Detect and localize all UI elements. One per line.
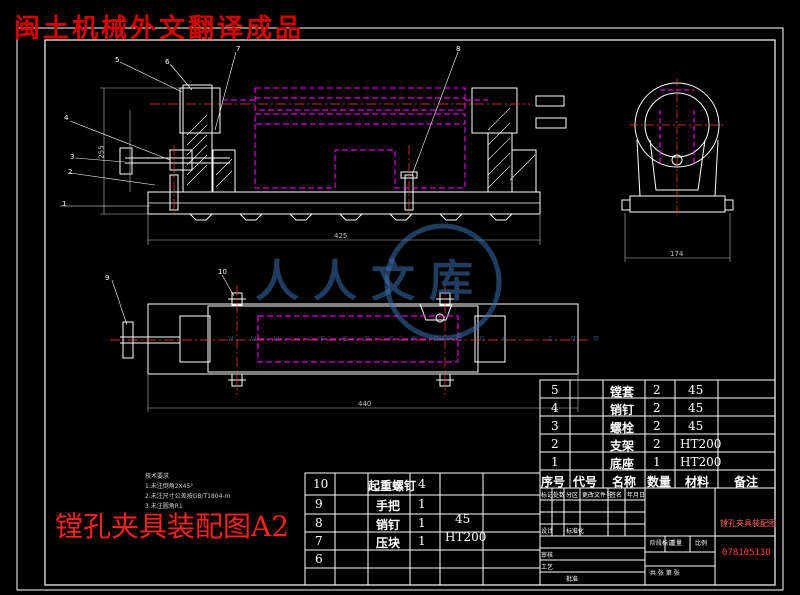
bom-table-lines: [304, 379, 776, 586]
tb-label: 共 张 第 张: [650, 570, 680, 577]
tb-label: 比例: [695, 540, 708, 547]
dim-plan-width: 440: [358, 400, 372, 408]
front-view: [100, 84, 567, 245]
bom-qty: 1: [418, 516, 426, 530]
bom-name: 压块: [376, 536, 401, 550]
tb-label: 签名: [610, 492, 623, 499]
bom-no: 5: [551, 383, 559, 397]
watermark-url: w w w . r e n r e n d o c . c o m: [228, 334, 605, 344]
bom-name: 底座: [610, 457, 635, 471]
notes-item: 3.未注圆角R1: [145, 503, 183, 510]
top-banner: 闽土机械外文翻译成品: [14, 14, 305, 44]
balloon-4: 4: [64, 114, 69, 122]
balloon-6: 6: [165, 58, 170, 66]
balloon-5: 5: [115, 56, 120, 64]
bom-no: 8: [315, 516, 323, 530]
notes-item: 2.未注尺寸公差按GB/T1804-m: [145, 493, 231, 500]
bom-qty: 1: [418, 497, 426, 511]
bom-no: 9: [315, 497, 323, 511]
bom-name: 螺栓: [610, 421, 635, 435]
tb-label: 审核: [541, 552, 554, 559]
bom-qty: 2: [653, 437, 661, 451]
plan-view: [110, 285, 590, 412]
bom-no: 10: [313, 477, 329, 491]
dim-front-width: 425: [334, 232, 348, 240]
bom-no: 2: [551, 437, 559, 451]
tb-label: 批准: [566, 576, 579, 583]
notes-item: 1.未注倒角2X45°: [145, 483, 194, 490]
tb-label: 更改文件号: [582, 492, 613, 499]
bom-material: 45: [688, 419, 704, 433]
drawing-title: 镗孔夹具装配图: [720, 519, 776, 528]
bom-material: 45: [688, 401, 704, 415]
bom-qty: 2: [653, 419, 661, 433]
watermark-text: 人人文库: [255, 256, 487, 307]
bom-material: 45: [688, 383, 704, 397]
bom-qty: 1: [418, 534, 426, 548]
tb-label: 处数: [553, 492, 566, 499]
bom-no: 7: [315, 534, 323, 548]
bom-name: 手把: [376, 499, 401, 513]
bom-header-qty: 数量: [647, 475, 672, 489]
bom-qty: 2: [653, 401, 661, 415]
drawing-number: 07810513O: [722, 548, 771, 558]
bom-no: 3: [551, 419, 559, 433]
tb-label: 阶段标记: [650, 540, 675, 547]
bom-name: 支架: [610, 439, 635, 453]
bom-header-remark: 备注: [734, 475, 759, 489]
bom-name: 起重螺钉: [368, 479, 417, 493]
outer-border: [16, 27, 784, 591]
tb-label: 重量: [670, 540, 683, 547]
bom-name: 销钉: [376, 518, 401, 532]
balloon-2: 2: [68, 168, 73, 176]
technical-notes: 技术要求 1.未注倒角2X45° 2.未注尺寸公差按GB/T1804-m 3.未…: [145, 472, 230, 512]
bom-header-code: 代号: [573, 475, 598, 489]
bom-header-material: 材料: [685, 475, 710, 489]
tb-label: 标准化: [566, 528, 585, 535]
overlay-title: 镗孔夹具装配图A2: [55, 510, 290, 543]
bom-header-no: 序号: [541, 475, 566, 489]
bom-name: 镗套: [610, 385, 635, 399]
notes-heading: 技术要求: [145, 473, 170, 480]
balloon-leaders: [60, 51, 459, 326]
tb-label: 年月日: [627, 492, 646, 499]
balloon-3: 3: [70, 153, 75, 161]
bom-material: HT200: [445, 530, 487, 544]
tb-label: 设计: [541, 528, 554, 535]
bom-no: 1: [551, 455, 559, 469]
bom-qty: 1: [653, 455, 661, 469]
balloon-8: 8: [456, 45, 461, 53]
bom-name: 销钉: [610, 403, 635, 417]
balloon-7: 7: [236, 45, 241, 53]
bom-qty: 2: [653, 383, 661, 397]
tb-label: 标记: [541, 492, 554, 499]
balloon-10: 10: [218, 268, 227, 276]
dim-height: 255: [97, 145, 106, 159]
tb-label: 工艺: [541, 564, 554, 571]
bom-no: 6: [315, 552, 323, 566]
side-view: [621, 78, 734, 262]
balloon-9: 9: [105, 274, 110, 282]
bom-material: 45: [455, 512, 471, 526]
bom-qty: 4: [418, 477, 426, 491]
watermark-logo: [384, 223, 502, 341]
bom-header-name: 名称: [612, 475, 637, 489]
dim-side-width: 174: [670, 250, 684, 258]
bom-material: HT200: [680, 437, 722, 451]
tb-label: 分区: [566, 492, 579, 499]
bom-material: HT200: [680, 455, 722, 469]
balloon-1: 1: [62, 200, 67, 208]
bom-no: 4: [551, 401, 559, 415]
